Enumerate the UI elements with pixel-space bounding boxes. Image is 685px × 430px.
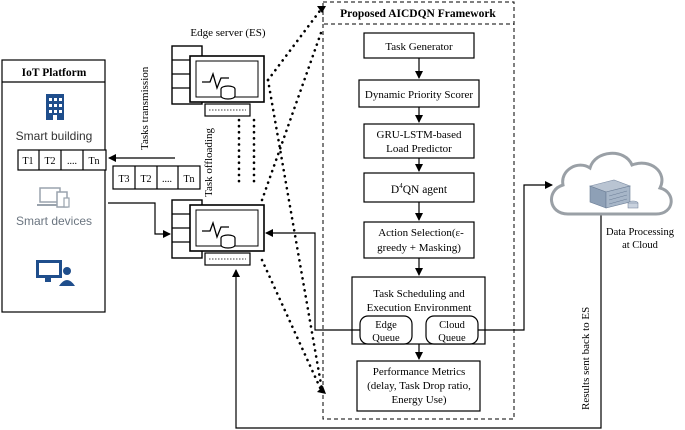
dotted-link (266, 78, 324, 392)
queue-bottom-cell: T3 (118, 174, 129, 185)
task-offloading-label: Task offloading (203, 128, 215, 197)
cloud-queue-label: Cloud (439, 320, 465, 331)
load-predictor-box (363, 123, 475, 159)
performance-metrics-label: Performance Metrics (373, 366, 466, 378)
task-generator-box (363, 32, 475, 59)
tasks-transmission-label: Tasks transmission (139, 66, 151, 150)
iot-to-edge-arrow (108, 202, 171, 238)
smart-building-label: Smart building (16, 129, 93, 143)
edge-server-icon (171, 45, 265, 117)
smart-devices-label: Smart devices (16, 214, 92, 228)
queue-top-cell: Tn (88, 156, 99, 167)
cloud-icon (550, 151, 673, 216)
edge-queue-label: Queue (372, 333, 400, 344)
queue-bottom-cell: T2 (140, 174, 151, 185)
dotted-link (260, 258, 324, 394)
datacenter-icon (588, 179, 639, 209)
queue-bottom-cell: Tn (183, 174, 194, 185)
performance-metrics-box (356, 360, 481, 412)
devices-icon (37, 187, 70, 208)
results-sent-label: Results sent back to ES (580, 307, 592, 410)
scheduling-env-label: Task Scheduling and (373, 288, 465, 300)
task-generator-label: Task Generator (385, 41, 453, 53)
priority-scorer-box (358, 79, 480, 108)
results-back-arrow (232, 210, 602, 429)
user-computer-icon (36, 260, 75, 286)
edge-queue-to-server-arrow (265, 229, 360, 331)
performance-metrics-label: (delay, Task Drop ratio, (367, 380, 471, 392)
action-selection-label: greedy + Masking) (377, 242, 461, 254)
framework-title: Proposed AICDQN Framework (340, 8, 496, 20)
queue-top-cell: .... (67, 156, 77, 167)
d4qn-agent-label: D4QN agent (391, 182, 448, 196)
task-queue-top: T1 T2 .... Tn (17, 149, 107, 171)
data-processing-label: at Cloud (622, 240, 659, 251)
load-predictor-label: GRU-LSTM-based (377, 129, 462, 141)
queue-top-cell: T2 (44, 156, 55, 167)
dotted-link (266, 6, 324, 82)
building-icon (46, 94, 64, 120)
iot-platform-panel: IoT Platform Smart building Smart device… (1, 59, 106, 313)
queue-top-cell: T1 (22, 156, 33, 167)
cloud-queue-label: Queue (438, 333, 466, 344)
data-processing-label: Data Processing (606, 227, 675, 238)
action-selection-label: Action Selection(ε- (378, 227, 464, 239)
priority-scorer-label: Dynamic Priority Scorer (365, 89, 473, 101)
aicdqn-framework-panel: Proposed AICDQN Framework Task Generator… (322, 1, 515, 420)
edge-queue-label: Edge (375, 320, 397, 331)
performance-metrics-label: Energy Use) (391, 394, 446, 406)
edge-server-label: Edge server (ES) (190, 27, 265, 39)
queue-bottom-cell: .... (162, 174, 172, 185)
iot-platform-title: IoT Platform (22, 67, 87, 79)
load-predictor-label: Load Predictor (386, 143, 452, 155)
cloud-queue-to-cloud-arrow (478, 181, 553, 331)
task-queue-bottom: T3 T2 .... Tn (112, 165, 201, 190)
dotted-link (260, 28, 324, 202)
edge-server-icon (171, 199, 265, 266)
scheduling-env-label: Execution Environment (367, 302, 472, 314)
